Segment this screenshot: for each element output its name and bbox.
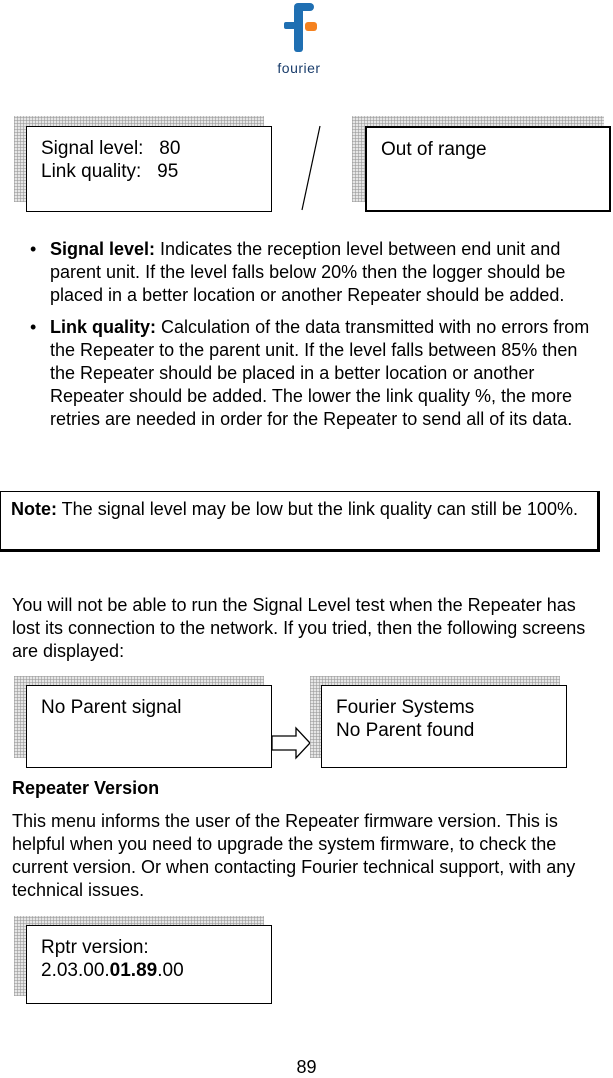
screen-line: Rptr version: bbox=[41, 937, 149, 958]
bullet-dot: • bbox=[30, 317, 37, 337]
note-box: Note: The signal level may be low but th… bbox=[0, 491, 600, 552]
paragraph-no-parent: You will not be able to run the Signal L… bbox=[12, 595, 586, 661]
bullet-text: Indicates the reception level between en… bbox=[50, 239, 566, 305]
version-prefix: 2.03.00. bbox=[41, 960, 110, 981]
screen-line: Signal level: 80 bbox=[41, 138, 181, 159]
bullet-term: Link quality: bbox=[50, 317, 157, 337]
bullet-term: Signal level: bbox=[50, 239, 156, 259]
fourier-logo bbox=[284, 3, 317, 52]
bullet-link-quality: • Link quality: Calculation of the data … bbox=[30, 316, 590, 431]
screen-line: Fourier Systems bbox=[336, 697, 475, 718]
no-parent-found-screen: Fourier Systems No Parent found bbox=[321, 685, 567, 768]
screen-line: Link quality: 95 bbox=[41, 161, 179, 182]
version-suffix: .00 bbox=[157, 960, 184, 981]
version-bold: 01.89 bbox=[109, 960, 158, 981]
version-screen: Rptr version: 2.03.00.01.89.00 bbox=[26, 925, 272, 1004]
note-text: The signal level may be low but the link… bbox=[57, 499, 578, 519]
screen-line: No Parent signal bbox=[41, 697, 182, 718]
bullet-list: • Signal level: Indicates the reception … bbox=[30, 238, 590, 440]
version-value: 2.03.00.01.89.00 bbox=[41, 959, 257, 982]
paragraph-version: This menu informs the user of the Repeat… bbox=[12, 811, 576, 900]
no-parent-signal-screen: No Parent signal bbox=[26, 685, 272, 768]
logo-wordmark: fourier bbox=[277, 60, 321, 76]
screen-line: No Parent found bbox=[336, 720, 475, 741]
bullet-dot: • bbox=[30, 239, 37, 259]
screen-line: Out of range bbox=[381, 139, 487, 160]
note-label: Note: bbox=[11, 499, 57, 519]
page-number: 89 bbox=[296, 1057, 317, 1077]
bullet-text: Calculation of the data transmitted with… bbox=[50, 317, 590, 429]
bullet-signal-level: • Signal level: Indicates the reception … bbox=[30, 238, 590, 307]
section-heading: Repeater Version bbox=[12, 778, 160, 798]
out-of-range-screen: Out of range bbox=[365, 126, 611, 212]
signal-level-screen: Signal level: 80 Link quality: 95 bbox=[26, 126, 272, 212]
arrow-right-icon bbox=[271, 726, 311, 760]
slash-divider bbox=[301, 125, 321, 211]
